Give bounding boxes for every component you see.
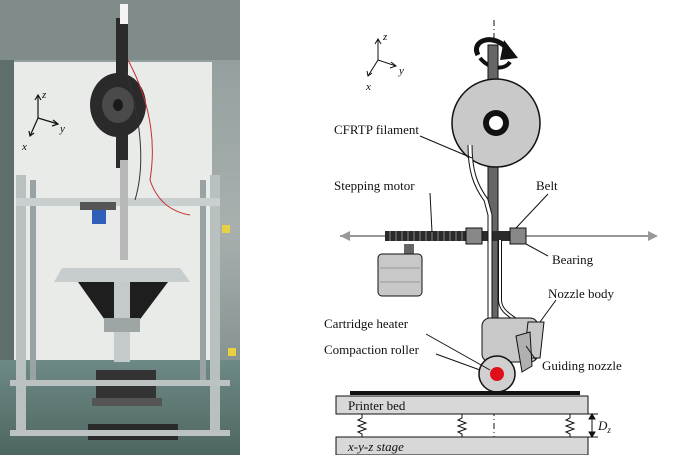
leader-lines <box>419 135 557 371</box>
label-printer-bed: Printer bed <box>348 398 406 413</box>
cartridge-heater <box>490 367 504 381</box>
diagram-axis-z: z <box>382 31 388 43</box>
label-dz: Dz <box>597 418 611 435</box>
label-compaction-roller: Compaction roller <box>324 342 420 357</box>
stepping-motor <box>377 244 423 297</box>
bearing-right <box>509 227 527 245</box>
photo-axis-z: z <box>41 89 47 101</box>
label-cartridge-heater: Cartridge heater <box>324 316 409 331</box>
nozzle-body <box>481 317 545 363</box>
diagram-axis-x: x <box>365 81 371 93</box>
photo-axis-y: y <box>59 123 65 135</box>
filament-spool <box>451 78 541 168</box>
label-xyz-stage: x-y-z stage <box>347 439 404 454</box>
guiding-nozzle <box>515 331 533 373</box>
label-nozzle-body: Nozzle body <box>548 286 615 301</box>
diagram-axis-y: y <box>398 65 404 77</box>
label-bearing: Bearing <box>552 252 594 267</box>
diagram-axes <box>366 38 398 77</box>
label-stepping-motor: Stepping motor <box>334 178 415 193</box>
xyz-stage <box>335 436 589 455</box>
dz-dimension <box>584 413 598 438</box>
belt <box>385 231 525 241</box>
label-cfrtp-filament: CFRTP filament <box>334 122 419 137</box>
photo-axis-x: x <box>21 141 27 153</box>
deposited-layer <box>350 391 580 395</box>
belt-teeth <box>389 231 469 241</box>
springs <box>356 414 576 438</box>
printer-photo: z y x <box>0 0 240 455</box>
label-belt: Belt <box>536 178 558 193</box>
photo-axes <box>28 93 60 138</box>
bearing-left <box>465 227 483 245</box>
label-guiding-nozzle: Guiding nozzle <box>542 358 622 373</box>
nozzle-schematic: z y x <box>324 20 658 455</box>
cfrtp-filament <box>468 144 492 345</box>
